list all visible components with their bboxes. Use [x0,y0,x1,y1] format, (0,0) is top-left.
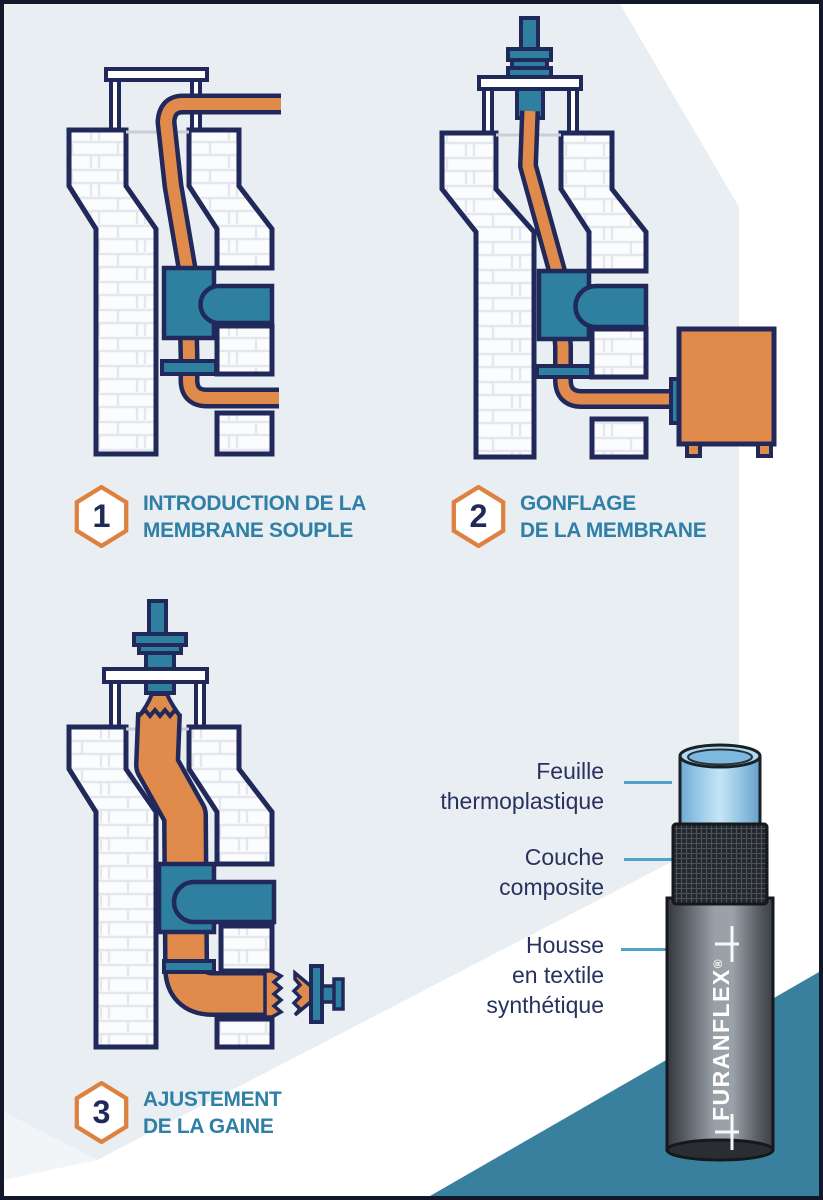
support-plate [160,359,218,376]
step1-badge: 1 [74,485,129,548]
step3-caption: 3 AJUSTEMENT DE LA GAINE [73,1081,286,1144]
step3-number: 3 [93,1094,111,1130]
chimney-walls [66,127,275,457]
step3-illustration [66,599,345,1050]
step2-number: 2 [470,498,488,534]
step3-title: AJUSTEMENT DE LA GAINE [143,1087,282,1138]
tube-bottom [665,1138,775,1162]
label-feuille-thermoplastique: Feuille thermoplastique [440,758,604,814]
boiler-connection [535,268,649,379]
step2-illustration [439,16,777,460]
support-plate [162,959,216,974]
step1-title: INTRODUCTION DE LA MEMBRANE SOUPLE [143,491,367,542]
inflation-compressor [669,326,777,458]
furanflex-brand: FURANFLEX® [708,958,734,1121]
end-fitting [291,964,345,1024]
step1-caption: 1 INTRODUCTION DE LA MEMBRANE SOUPLE [73,485,373,548]
step2-badge: 2 [451,485,506,548]
leader-line-housse [621,948,669,951]
background-panel-light [4,1112,97,1180]
step3-badge: 3 [74,1081,129,1144]
support-plate [535,364,593,379]
layer-composite [671,822,769,906]
step2-caption: 2 GONFLAGE DE LA MEMBRANE [450,485,712,548]
alignment-mark-lower [715,1114,739,1150]
chimney-walls [66,724,275,1050]
boiler-connection [160,265,275,376]
layer-thermoplastic-foil [678,743,762,830]
alignment-mark-upper [715,926,739,962]
chimney-walls [439,130,649,460]
leader-line-couche [624,858,672,861]
step2-title: GONFLAGE DE LA MEMBRANE [520,491,707,542]
leader-line-feuille [624,781,672,784]
label-couche-composite: Couche composite [499,844,604,900]
step1-number: 1 [93,498,111,534]
label-housse-textile: Housse en textile synthétique [486,932,604,1018]
step1-illustration [66,67,281,457]
furanflex-tube-cutaway: FURANFLEX® [665,743,775,1162]
inflation-valve [506,16,553,79]
liner-cut-end [263,969,285,1019]
liner-flared-top [137,692,182,720]
boiler-connection [156,861,277,974]
